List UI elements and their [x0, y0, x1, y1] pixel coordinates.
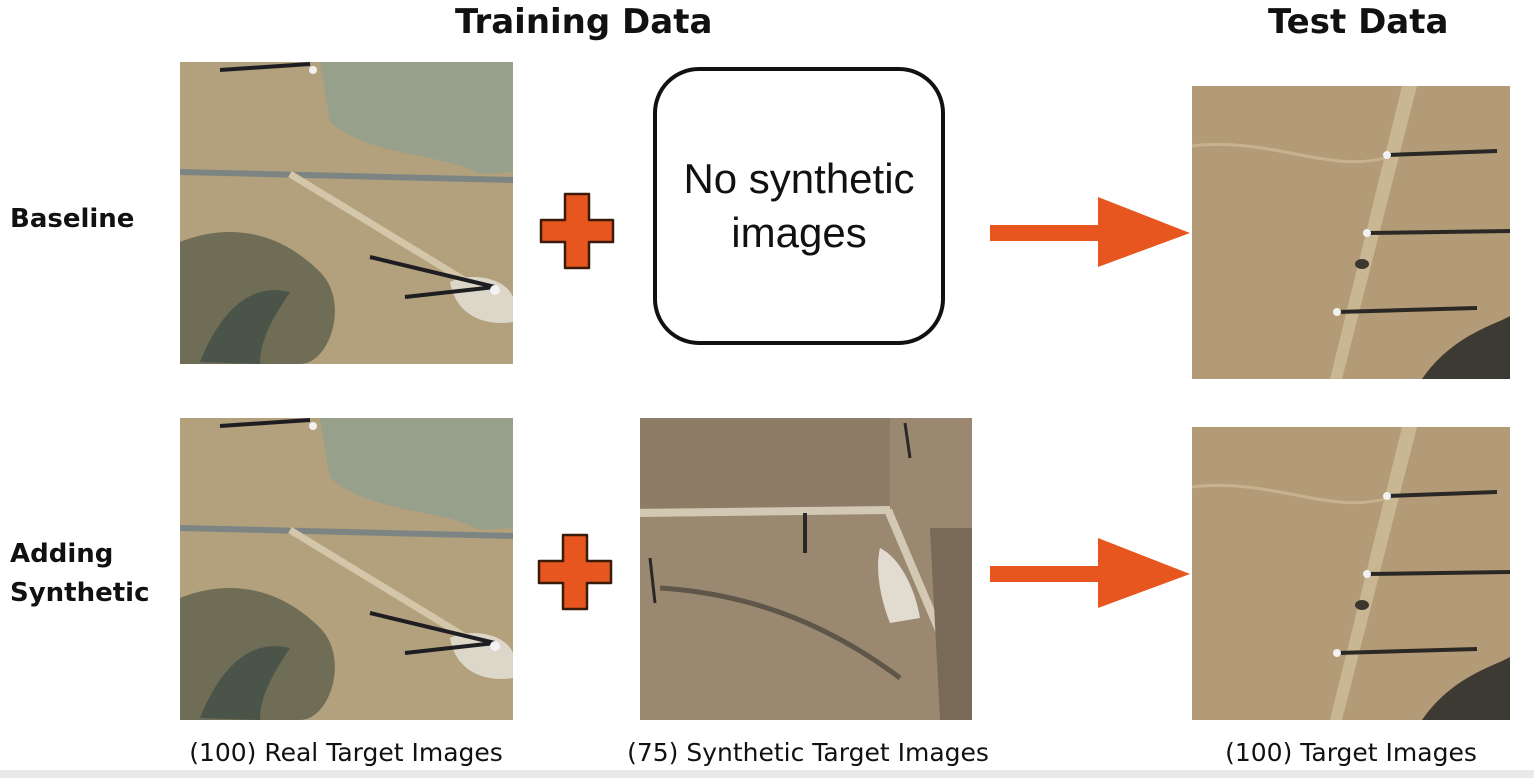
baseline-row-label: Baseline [10, 204, 135, 234]
no-synthetic-placeholder: No synthetic images [653, 67, 945, 345]
real-images-caption: (100) Real Target Images [189, 738, 503, 767]
arrow-right-icon [990, 538, 1190, 608]
bottom-divider [0, 770, 1534, 778]
adding-synthetic-row-label: Adding Synthetic [10, 539, 150, 608]
training-data-heading: Training Data [455, 2, 713, 42]
real-target-image-baseline [180, 62, 513, 364]
real-target-image-synthetic-row [180, 418, 513, 720]
plus-icon [537, 533, 613, 611]
synthetic-target-image [640, 418, 972, 720]
no-synthetic-text: No synthetic images [683, 155, 915, 256]
test-target-image-synthetic-row [1192, 427, 1510, 720]
plus-icon [539, 192, 615, 270]
test-target-image-baseline [1192, 86, 1510, 379]
synthetic-images-caption: (75) Synthetic Target Images [627, 738, 989, 767]
arrow-right-icon [990, 197, 1190, 267]
target-images-caption: (100) Target Images [1225, 738, 1477, 767]
test-data-heading: Test Data [1268, 2, 1449, 42]
